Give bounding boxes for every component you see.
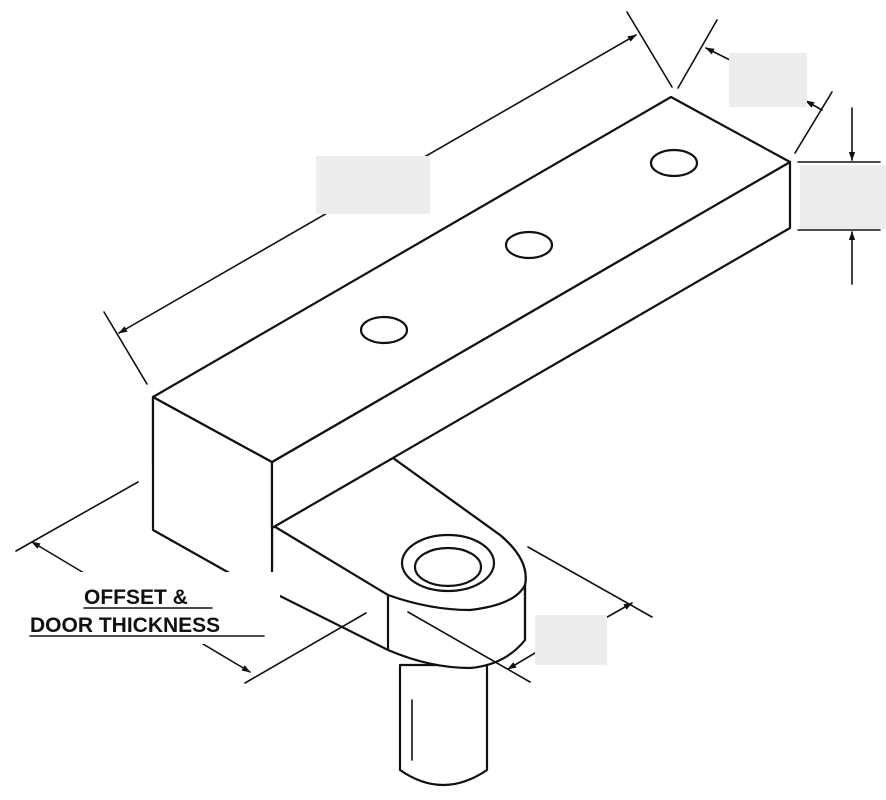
pivot-pin (398, 663, 489, 787)
offset-label-line2: DOOR THICKNESS (30, 614, 220, 637)
mount-hole-3 (649, 148, 699, 178)
height-value-box (800, 165, 886, 229)
plate-dimension (407, 546, 653, 683)
lower-arm (270, 456, 527, 670)
width-value-box (729, 53, 807, 107)
length-value-box (316, 156, 430, 214)
plate-value-box (535, 615, 607, 665)
height-dimension (797, 107, 886, 285)
offset-label-line1: OFFSET & (84, 586, 188, 609)
width-dimension (677, 19, 833, 154)
length-dimension (103, 11, 673, 385)
pivot-hole-inner (413, 546, 483, 588)
offset-dimension: OFFSET & DOOR THICKNESS (15, 481, 367, 684)
pivot-hole-outer (400, 533, 496, 593)
